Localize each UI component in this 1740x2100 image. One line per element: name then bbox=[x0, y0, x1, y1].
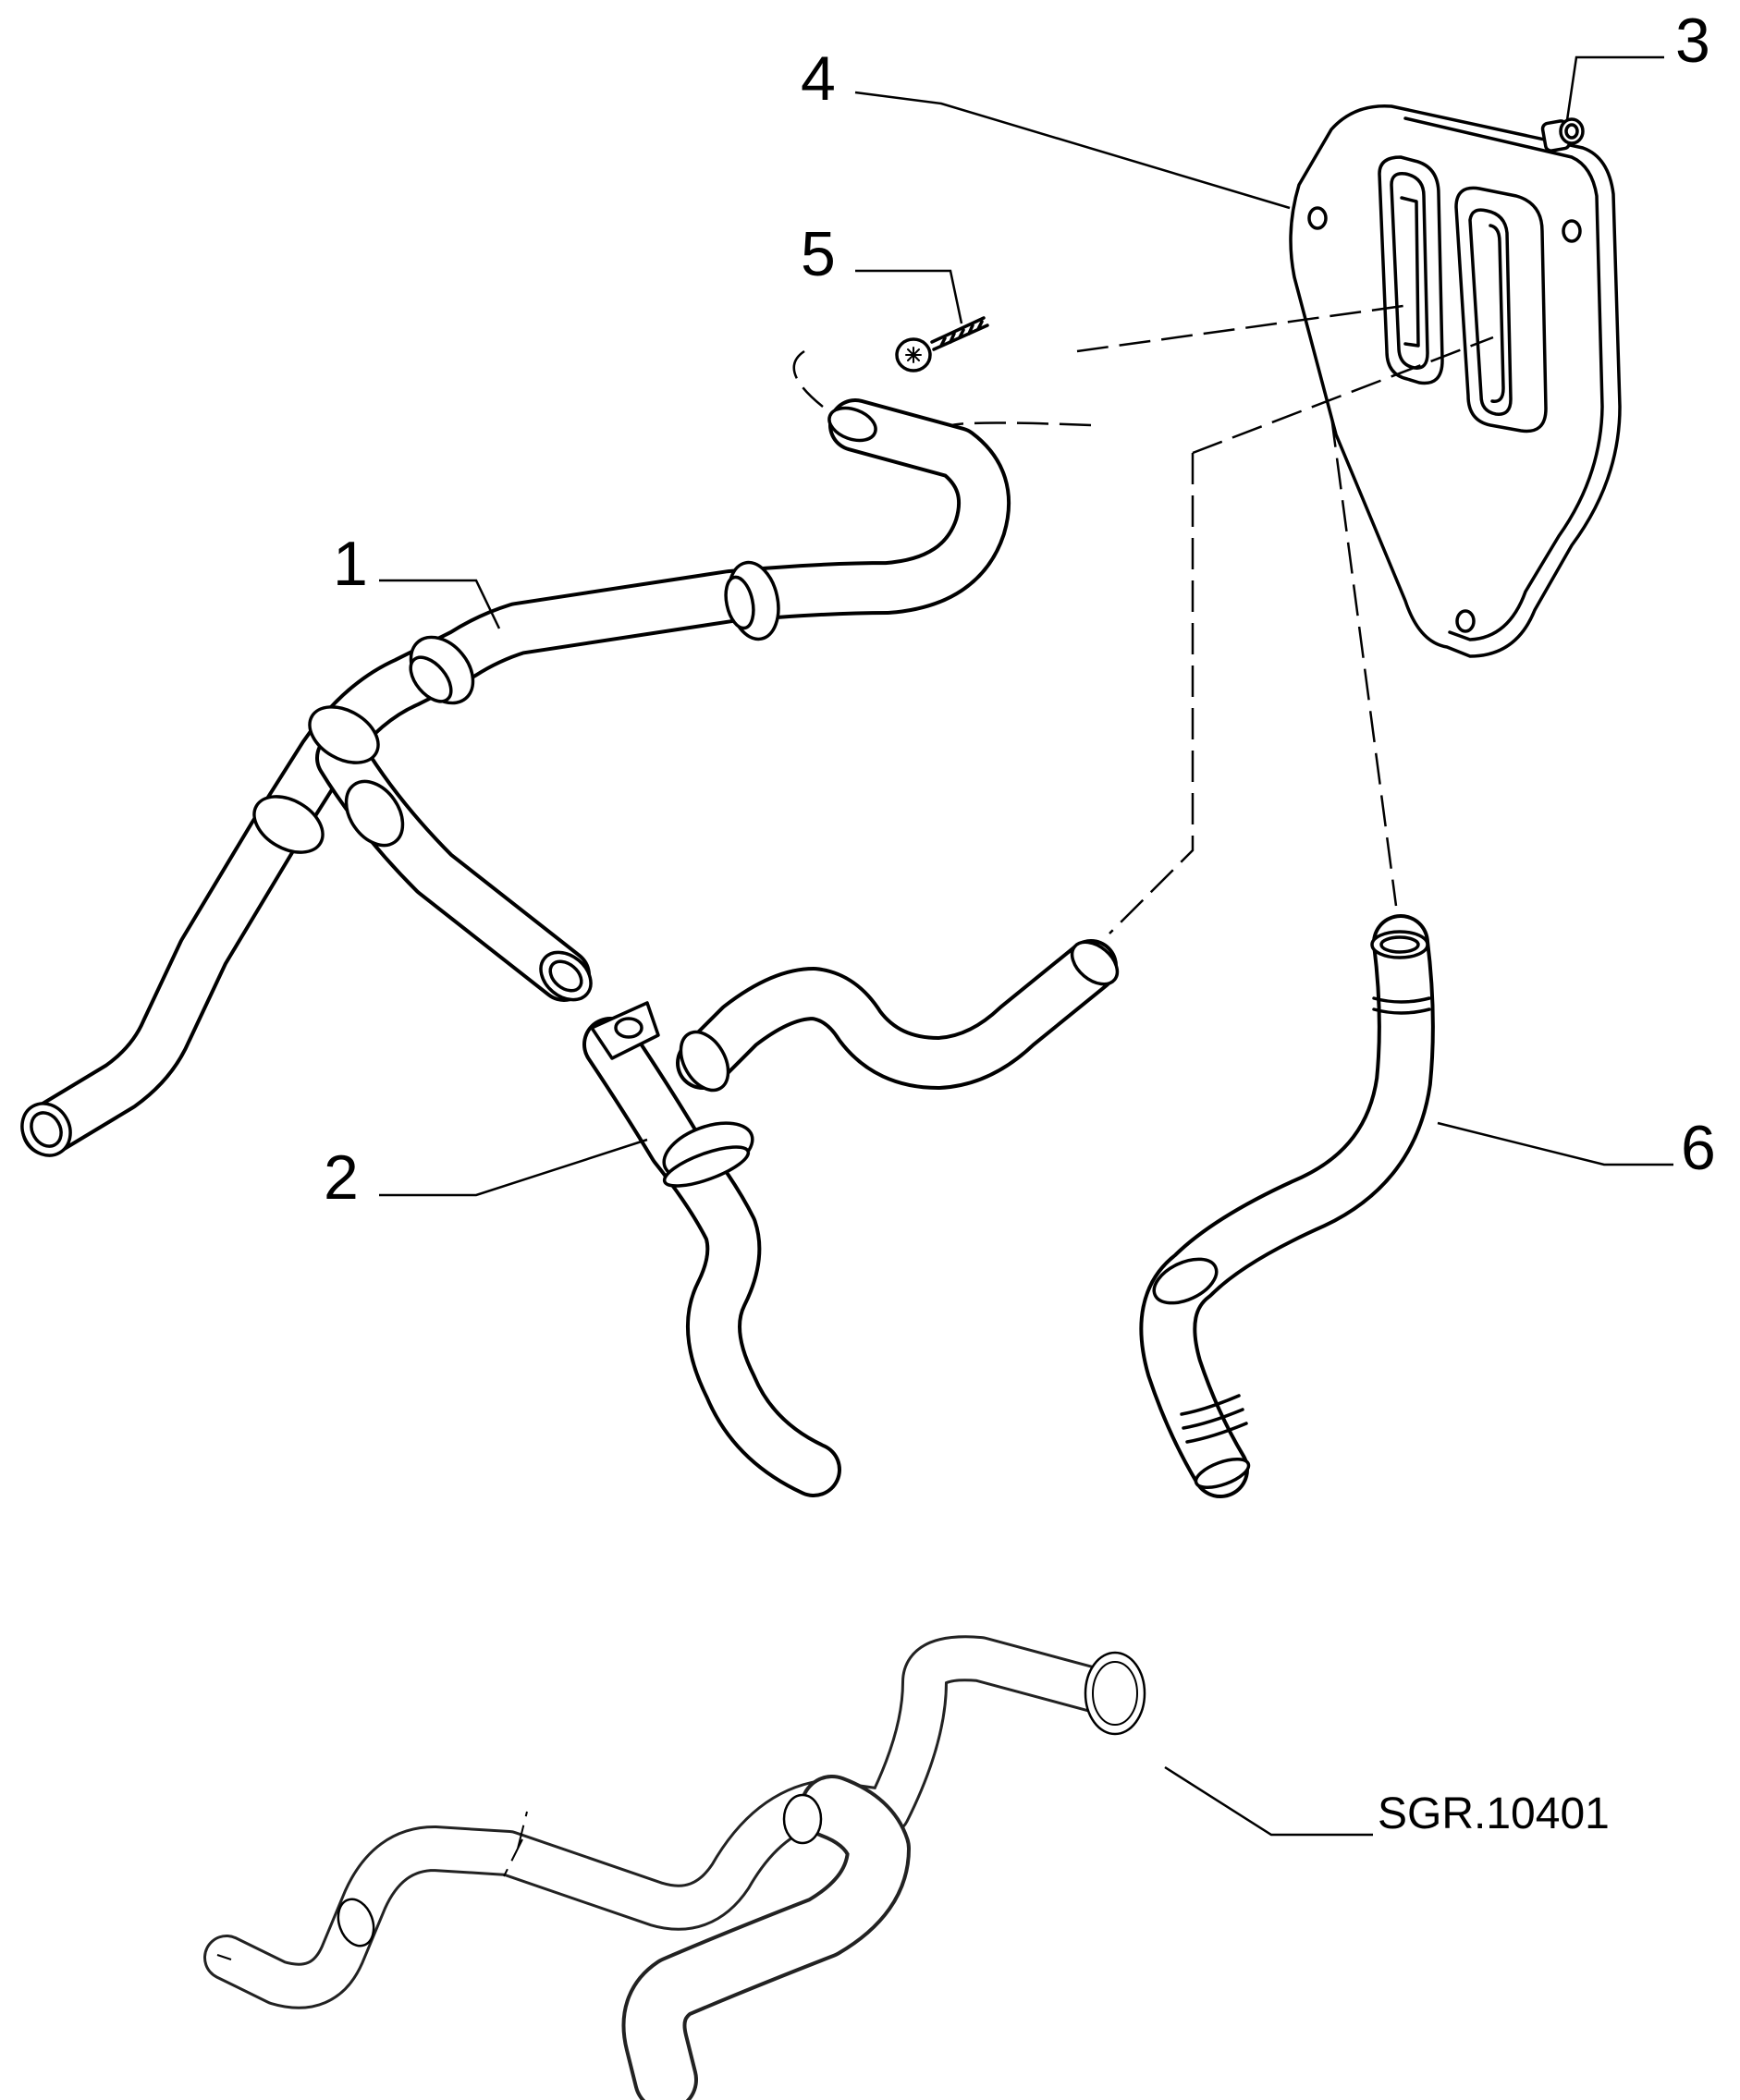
part-3-nut bbox=[1540, 117, 1585, 153]
callout-2: 2 bbox=[324, 1142, 359, 1213]
assembly-lines bbox=[792, 303, 1494, 934]
part-1-hose-assembly bbox=[20, 398, 1011, 1157]
callout-5: 5 bbox=[801, 219, 836, 289]
callout-6: 6 bbox=[1681, 1113, 1716, 1183]
clamp-tee bbox=[252, 705, 405, 854]
part-4-heat-shield bbox=[1289, 104, 1622, 658]
callouts: 1 2 3 4 5 6 SGR.10401 bbox=[324, 6, 1716, 1838]
callout-3: 3 bbox=[1675, 6, 1710, 76]
reference-code: SGR.10401 bbox=[1378, 1789, 1610, 1838]
callout-4: 4 bbox=[801, 43, 836, 114]
callout-1: 1 bbox=[333, 529, 368, 599]
part-5-screw bbox=[895, 316, 989, 372]
clamp-upper bbox=[409, 635, 475, 705]
clamp-middle bbox=[724, 560, 780, 641]
leader-lines bbox=[379, 55, 1673, 1837]
part-2-y-hose bbox=[582, 939, 1120, 1497]
part-6-bent-hose bbox=[1139, 914, 1435, 1498]
ghost-reference-assembly bbox=[203, 1635, 1146, 2100]
